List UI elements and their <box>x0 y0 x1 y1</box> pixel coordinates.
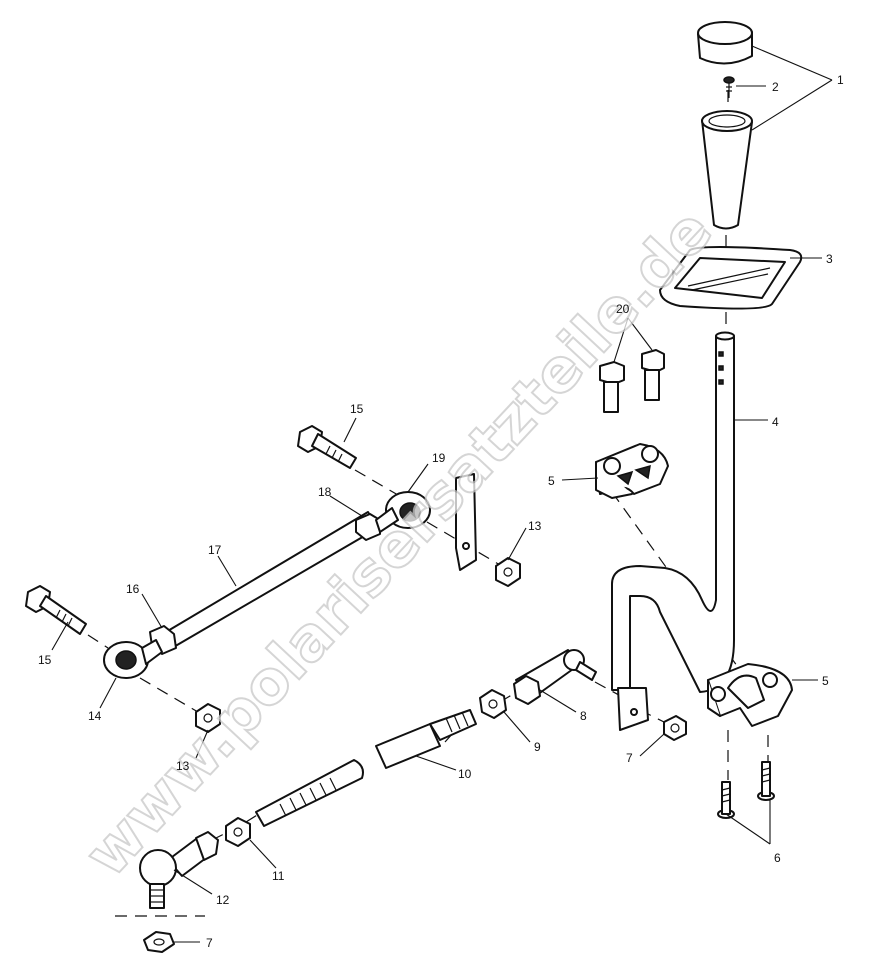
bracket-upper <box>595 443 669 499</box>
shift-lever <box>611 331 735 731</box>
eye-end-14 <box>103 639 163 679</box>
callout-14: 14 <box>88 709 102 723</box>
callout-17: 17 <box>208 543 222 557</box>
bracket-lower <box>707 663 793 727</box>
nut-7-bottom <box>143 931 175 953</box>
screws-6 <box>717 761 775 819</box>
callout-16: 16 <box>126 582 140 596</box>
nut-11 <box>225 817 251 847</box>
callout-8: 8 <box>580 709 587 723</box>
callout-13-right: 13 <box>528 519 542 533</box>
callout-19: 19 <box>432 451 446 465</box>
bolt-15-left <box>25 585 87 635</box>
nut-7-right <box>663 715 687 741</box>
callout-6: 6 <box>774 851 781 865</box>
watermark-text: www.polarisersatzteile.de <box>72 196 726 890</box>
callout-9: 9 <box>534 740 541 754</box>
small-screw <box>723 76 735 98</box>
callout-7-bottom: 7 <box>206 936 213 950</box>
lever-arm <box>455 473 477 571</box>
bolt-15-top <box>297 425 357 469</box>
callout-labels: 1 2 3 4 5 5 6 7 7 8 9 10 11 12 13 13 14 … <box>38 73 844 950</box>
eye-end-19 <box>375 491 431 533</box>
nut-13-right <box>495 557 521 587</box>
callout-12: 12 <box>216 893 230 907</box>
nut-13-left <box>195 703 221 733</box>
callout-20: 20 <box>616 302 630 316</box>
callout-2: 2 <box>772 80 779 94</box>
callout-1: 1 <box>837 73 844 87</box>
callout-5-lower: 5 <box>822 674 829 688</box>
callout-15-left: 15 <box>38 653 52 667</box>
nut-9 <box>479 689 507 719</box>
callout-18: 18 <box>318 485 332 499</box>
callout-5-upper: 5 <box>548 474 555 488</box>
callout-13-left: 13 <box>176 759 190 773</box>
rod-end-8 <box>513 649 597 705</box>
callout-15-top: 15 <box>350 402 364 416</box>
callout-3: 3 <box>826 252 833 266</box>
callout-10: 10 <box>458 767 472 781</box>
leader-lines <box>51 45 833 943</box>
callout-11: 11 <box>272 869 285 883</box>
ball-joint-12 <box>139 831 219 909</box>
callout-4: 4 <box>772 415 779 429</box>
shift-knob-assembly <box>697 21 753 230</box>
threaded-cable-end <box>255 759 364 827</box>
threaded-rod-10 <box>375 709 477 769</box>
bolts-20 <box>599 349 665 413</box>
shift-boot <box>659 246 803 310</box>
callout-7-right: 7 <box>626 751 633 765</box>
